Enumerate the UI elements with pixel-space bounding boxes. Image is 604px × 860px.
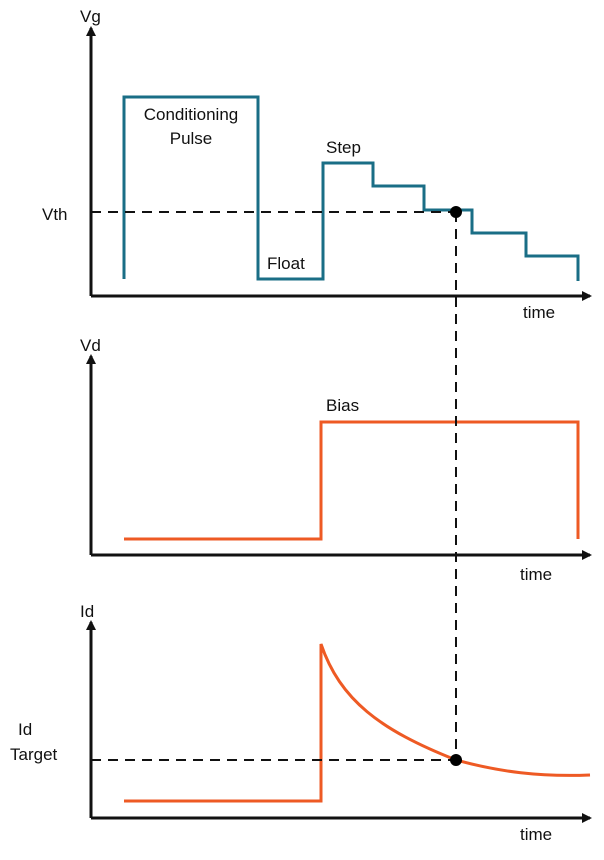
- step-label: Step: [326, 138, 361, 157]
- vg-panel: Vg time Vth Conditioning Pulse Float Ste…: [42, 7, 592, 322]
- conditioning-pulse-label-1: Conditioning: [144, 105, 239, 124]
- id-waveform: [124, 643, 591, 803]
- vd-waveform: [124, 420, 580, 541]
- vg-time-label: time: [523, 303, 555, 322]
- vth-marker-dot: [450, 206, 462, 218]
- vd-axis-label: Vd: [80, 336, 101, 355]
- id-axis-label: Id: [80, 602, 94, 621]
- vd-time-label: time: [520, 565, 552, 584]
- bias-label: Bias: [326, 396, 359, 415]
- float-label: Float: [267, 254, 305, 273]
- id-time-label: time: [520, 825, 552, 844]
- id-panel: Id time Id Target: [10, 602, 592, 844]
- conditioning-pulse-label-2: Pulse: [170, 129, 213, 148]
- id-target-marker-dot: [450, 754, 462, 766]
- vg-axis-label: Vg: [80, 7, 101, 26]
- id-target-label-2: Target: [10, 745, 58, 764]
- vg-waveform: [122, 95, 580, 281]
- vth-label: Vth: [42, 205, 68, 224]
- id-target-label-1: Id: [18, 720, 32, 739]
- vd-panel: Vd time Bias: [80, 336, 592, 584]
